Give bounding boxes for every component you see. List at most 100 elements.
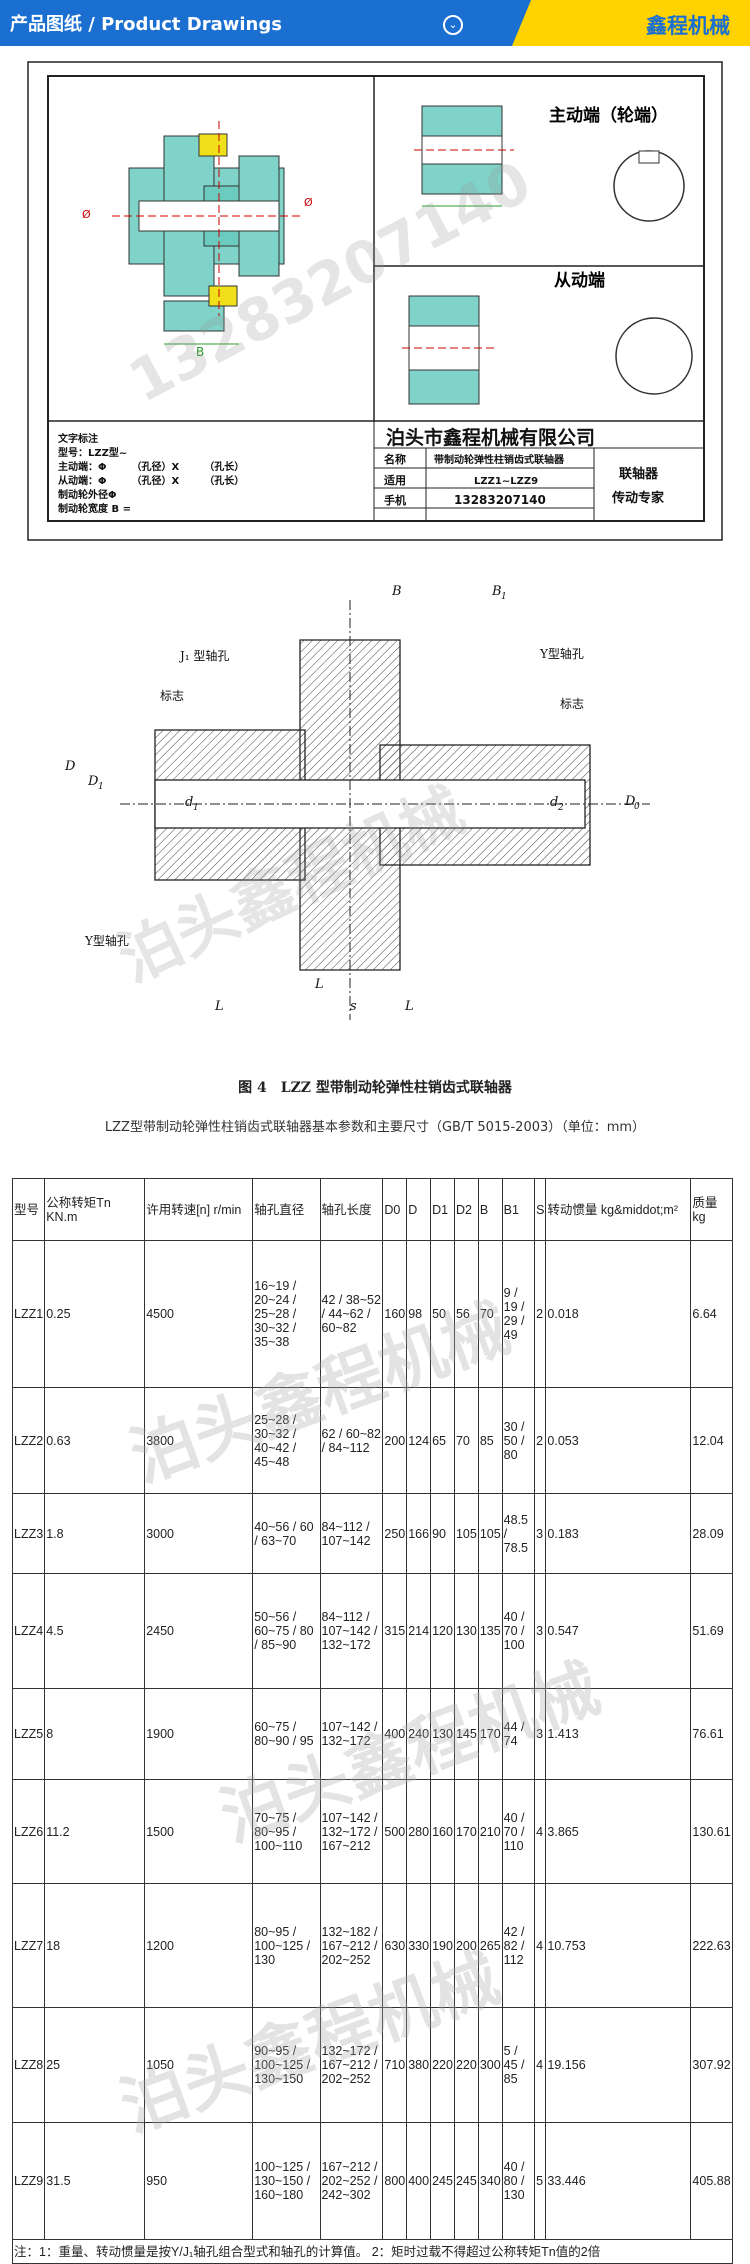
cell-bore: 16~19 / 20~24 / 25~28 / 30~32 / 35~38: [252, 1240, 321, 1388]
cell-model: LZZ4: [11, 1573, 46, 1689]
cell-S: 3: [534, 1493, 547, 1574]
svg-text:B: B: [196, 345, 204, 359]
cell-S: 2: [534, 1240, 547, 1388]
svg-text:13283207140: 13283207140: [454, 493, 546, 507]
cell-B: 340: [477, 2122, 503, 2240]
cell-speed: 1050: [144, 2007, 254, 2123]
col-S: S: [534, 1178, 547, 1241]
cell-len: 62 / 60~82 / 84~112: [319, 1387, 384, 1494]
cell-B: 170: [477, 1688, 503, 1780]
svg-text:从动端：Φ （孔径）X （孔长）: 从动端：Φ （孔径）X （孔长）: [58, 474, 244, 487]
col-D0: D0: [382, 1178, 408, 1241]
svg-text:文字标注: 文字标注: [58, 432, 98, 445]
cell-bore: 100~125 / 130~150 / 160~180: [252, 2122, 321, 2240]
svg-text:s: s: [350, 999, 357, 1014]
svg-text:适用: 适用: [384, 473, 406, 487]
cell-B: 265: [477, 1883, 503, 2008]
svg-text:1: 1: [501, 592, 507, 602]
cell-model: LZZ7: [11, 1883, 46, 2008]
svg-text:标志: 标志: [560, 697, 584, 711]
cell-S: 2: [534, 1387, 547, 1494]
cell-model: LZZ1: [11, 1240, 46, 1388]
cell-bore: 25~28 / 30~32 / 40~42 / 45~48: [252, 1387, 321, 1494]
cell-D: 98: [406, 1240, 432, 1388]
svg-text:手机: 手机: [384, 493, 406, 507]
cell-torque: 25: [44, 2007, 146, 2123]
cell-bore: 90~95 / 100~125 / 130~150: [252, 2007, 321, 2123]
cell-bore: 80~95 / 100~125 / 130: [252, 1883, 321, 2008]
cell-D: 280: [406, 1779, 432, 1884]
svg-text:B: B: [491, 584, 502, 599]
cell-D0: 250: [382, 1493, 408, 1574]
svg-text:主动端：Φ （孔径）X （孔长）: 主动端：Φ （孔径）X （孔长）: [58, 460, 244, 473]
cell-mass: 51.69: [690, 1573, 733, 1689]
cell-B1: 42 / 82 / 112: [501, 1883, 536, 2008]
cell-D: 214: [406, 1573, 432, 1689]
svg-text:制动轮外径Φ: 制动轮外径Φ: [58, 488, 117, 501]
svg-text:名称: 名称: [384, 452, 406, 466]
brand-badge: 鑫程机械: [512, 0, 750, 46]
cell-inertia: 3.865: [545, 1779, 692, 1884]
header-title: 产品图纸 / Product Drawings: [10, 14, 282, 35]
cell-len: 84~112 / 107~142 / 132~172: [319, 1573, 384, 1689]
cell-D2: 56: [453, 1240, 479, 1388]
col-B: B: [477, 1178, 503, 1241]
cell-bore: 50~56 / 60~75 / 80 / 85~90: [252, 1573, 321, 1689]
cell-inertia: 0.018: [545, 1240, 692, 1388]
parameter-table: 型号 公称转矩Tn KN.m 许用转速[n] r/min 轴孔直径 轴孔长度 D…: [11, 1178, 733, 2264]
cell-bore: 70~75 / 80~95 / 100~110: [252, 1779, 321, 1884]
svg-text:D: D: [87, 774, 99, 789]
svg-text:主动端（轮端）: 主动端（轮端）: [549, 105, 668, 126]
cell-S: 4: [534, 1779, 547, 1884]
cell-B1: 40 / 70 / 110: [501, 1779, 536, 1884]
cell-B: 85: [477, 1387, 503, 1494]
cell-D2: 245: [453, 2122, 479, 2240]
cell-B1: 40 / 80 / 130: [501, 2122, 536, 2240]
table-note: 注：1：重量、转动惯量是按Y/J₁轴孔组合型式和轴孔的计算值。 2：矩时过载不得…: [12, 2239, 733, 2264]
cell-len: 84~112 / 107~142: [319, 1493, 384, 1574]
cell-torque: 1.8: [44, 1493, 146, 1574]
svg-text:1: 1: [98, 782, 104, 792]
cell-len: 107~142 / 132~172: [319, 1688, 384, 1780]
cell-D1: 65: [430, 1387, 455, 1494]
svg-text:0: 0: [634, 802, 640, 812]
cell-D0: 710: [382, 2007, 408, 2123]
svg-text:传动专家: 传动专家: [611, 490, 665, 506]
cell-model: LZZ2: [11, 1387, 46, 1494]
cell-B: 70: [477, 1240, 503, 1388]
svg-text:Ø: Ø: [304, 196, 313, 209]
cell-torque: 18: [44, 1883, 146, 2008]
cell-model: LZZ8: [11, 2007, 46, 2123]
cell-D: 240: [406, 1688, 432, 1780]
col-mass: 质量 kg: [690, 1178, 733, 1241]
svg-text:制动轮宽度 B =: 制动轮宽度 B =: [58, 502, 131, 515]
cell-speed: 1900: [144, 1688, 254, 1780]
cell-D: 330: [406, 1883, 432, 2008]
cell-torque: 4.5: [44, 1573, 146, 1689]
cell-D1: 50: [430, 1240, 455, 1388]
cell-len: 167~212 / 202~252 / 242~302: [319, 2122, 384, 2240]
svg-text:LZZ1~LZZ9: LZZ1~LZZ9: [474, 476, 538, 487]
cell-D0: 630: [382, 1883, 408, 2008]
page-header: 产品图纸 / Product Drawings ⌄ 鑫程机械: [0, 0, 750, 46]
col-D2: D2: [453, 1178, 479, 1241]
cell-D: 380: [406, 2007, 432, 2123]
svg-text:L: L: [404, 999, 414, 1014]
cell-inertia: 0.053: [545, 1387, 692, 1494]
col-model: 型号: [11, 1178, 46, 1241]
cell-speed: 3000: [144, 1493, 254, 1574]
cell-speed: 4500: [144, 1240, 254, 1388]
cell-D2: 220: [453, 2007, 479, 2123]
chevron-down-icon[interactable]: ⌄: [443, 15, 463, 35]
cell-inertia: 0.547: [545, 1573, 692, 1689]
cell-S: 3: [534, 1573, 547, 1689]
cell-bore: 60~75 / 80~90 / 95: [252, 1688, 321, 1780]
cell-mass: 307.92: [690, 2007, 733, 2123]
cell-mass: 76.61: [690, 1688, 733, 1780]
cell-model: LZZ3: [11, 1493, 46, 1574]
col-len: 轴孔长度: [319, 1178, 384, 1241]
